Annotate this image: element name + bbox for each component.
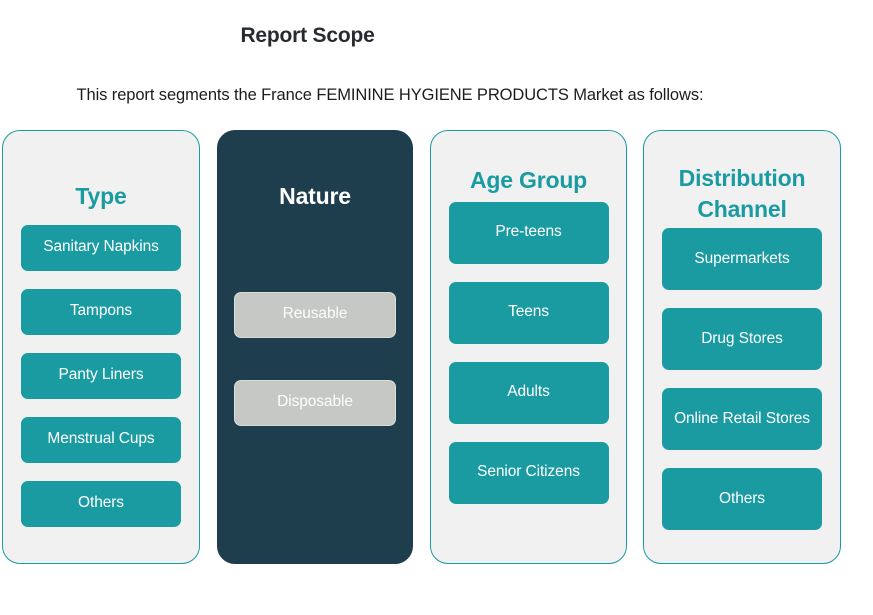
segment-card-title-distribution-channel: Distribution Channel — [678, 165, 806, 222]
segment-item[interactable]: Teens — [448, 281, 609, 344]
segment-item[interactable]: Reusable — [234, 291, 396, 338]
segment-card-distribution-channel: Distribution Channel Supermarkets Drug S… — [643, 130, 841, 564]
page-title: Report Scope — [240, 24, 375, 47]
segment-item-list-type: Sanitary Napkins Tampons Panty Liners Me… — [3, 224, 199, 527]
segment-card-nature: Nature Reusable Disposable — [217, 130, 413, 564]
segment-columns: Type Sanitary Napkins Tampons Panty Line… — [0, 130, 873, 566]
segment-item[interactable]: Senior Citizens — [448, 441, 609, 504]
segment-item[interactable]: Adults — [448, 361, 609, 424]
segment-item-list-age-group: Pre-teens Teens Adults Senior Citizens — [431, 201, 626, 504]
segment-item[interactable]: Drug Stores — [662, 308, 822, 371]
segment-card-type: Type Sanitary Napkins Tampons Panty Line… — [2, 130, 200, 564]
segment-item[interactable]: Pre-teens — [448, 201, 609, 264]
segment-item[interactable]: Panty Liners — [21, 352, 181, 399]
segment-card-title-nature: Nature — [279, 183, 351, 209]
segment-item-list-nature: Reusable Disposable — [218, 291, 412, 426]
segment-item[interactable]: Disposable — [234, 379, 396, 426]
report-scope-subtitle: This report segments the France FEMININE… — [76, 86, 704, 104]
segment-item[interactable]: Others — [662, 468, 822, 531]
segment-card-age-group: Age Group Pre-teens Teens Adults Senior … — [430, 130, 627, 564]
segment-item[interactable]: Menstrual Cups — [21, 416, 181, 463]
segment-item-list-distribution-channel: Supermarkets Drug Stores Online Retail S… — [644, 228, 840, 531]
segment-card-title-type: Type — [75, 183, 127, 209]
segment-card-title-age-group: Age Group — [469, 167, 588, 193]
segment-item[interactable]: Online Retail Stores — [662, 388, 822, 451]
segment-item[interactable]: Others — [21, 480, 181, 527]
segment-item[interactable]: Tampons — [21, 288, 181, 335]
segment-item[interactable]: Supermarkets — [662, 228, 822, 291]
segment-item[interactable]: Sanitary Napkins — [21, 224, 181, 271]
